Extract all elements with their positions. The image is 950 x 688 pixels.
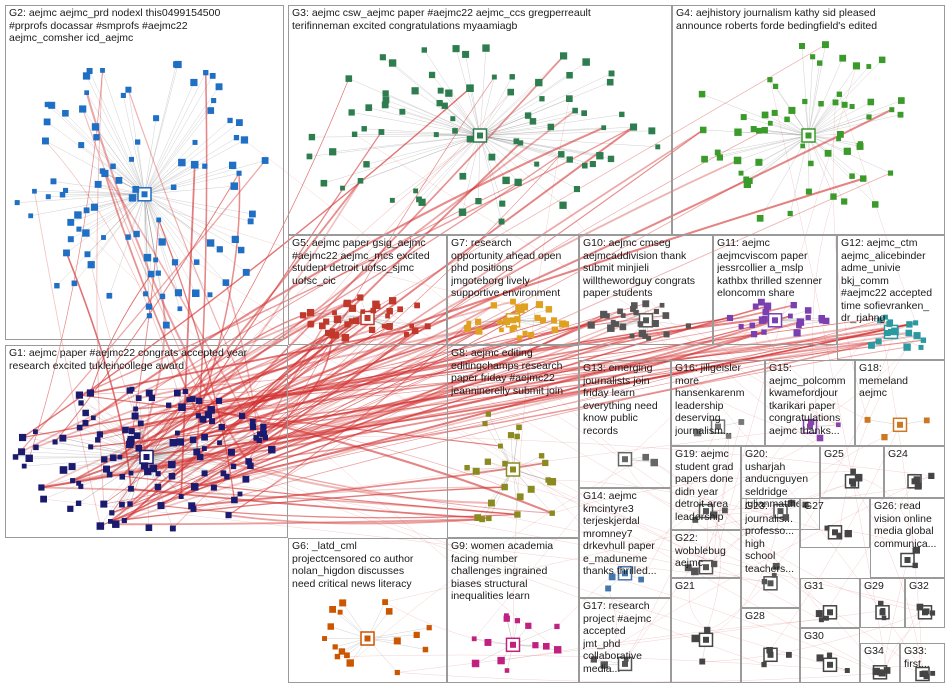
group-label: G23: journalis... professo... high schoo…	[745, 500, 797, 575]
group-pane-g11: G11: aejmc aejmcviscom paper jessrcollie…	[713, 235, 837, 345]
group-label: G13: emerging journalists join friday le…	[583, 362, 668, 437]
group-label: G34	[864, 645, 897, 658]
group-pane-g16: G16: jillgeisler more hansenkarenm leade…	[671, 360, 765, 446]
group-label: G28	[745, 610, 797, 623]
group-label: G30	[804, 630, 857, 643]
group-label: G32	[909, 580, 942, 593]
group-pane-g21: G21	[671, 578, 741, 683]
group-pane-g24: G24	[884, 446, 945, 498]
group-label: G19: aejmc student grad papers done didn…	[675, 448, 738, 523]
group-label: G24	[888, 448, 942, 461]
group-pane-g27: G27	[800, 498, 870, 548]
group-pane-g8: G8: aejmc editing editingchamps research…	[447, 345, 579, 538]
group-label: G29	[864, 580, 902, 593]
group-label: G16: jillgeisler more hansenkarenm leade…	[675, 362, 762, 437]
group-pane-g28: G28	[741, 608, 800, 683]
group-label: G25	[824, 448, 881, 461]
group-label: G6: _latd_cml projectcensored co author …	[292, 540, 444, 590]
group-label: G26: read vision online media global com…	[874, 500, 942, 550]
group-label: G4: aejhistory journalism kathy sid plea…	[676, 7, 942, 32]
group-pane-g26: G26: read vision online media global com…	[870, 498, 945, 578]
group-label: G27	[804, 500, 867, 513]
group-label: G12: aejmc_ctm aejmc_alicebinder adme_un…	[841, 237, 942, 325]
group-label: G5: aejmc paper gsig_aejmc #aejmc22 aejm…	[292, 237, 444, 287]
group-label: G1: aejmc paper #aejmc22 congrats accept…	[9, 347, 285, 372]
group-label: G9: women academia facing number challen…	[451, 540, 576, 603]
group-label: G31	[804, 580, 857, 593]
group-label: G21	[675, 580, 738, 593]
group-label: G15: aejmc_polcomm kwamefordjour tkarika…	[769, 362, 852, 437]
group-label: G7: research opportunity ahead open phd …	[451, 237, 576, 300]
group-pane-g9: G9: women academia facing number challen…	[447, 538, 579, 683]
group-pane-g4: G4: aejhistory journalism kathy sid plea…	[672, 5, 945, 235]
group-pane-g30: G30	[800, 628, 860, 683]
group-label: G17: research project #aejmc accepted jm…	[583, 600, 668, 675]
group-pane-g1: G1: aejmc paper #aejmc22 congrats accept…	[5, 345, 288, 538]
group-pane-g17: G17: research project #aejmc accepted jm…	[579, 598, 671, 683]
group-pane-g29: G29	[860, 578, 905, 628]
group-pane-g12: G12: aejmc_ctm aejmc_alicebinder adme_un…	[837, 235, 945, 360]
group-pane-g7: G7: research opportunity ahead open phd …	[447, 235, 579, 345]
group-pane-g33: G33: first...	[900, 643, 945, 683]
group-pane-g5: G5: aejmc paper gsig_aejmc #aejmc22 aejm…	[288, 235, 447, 345]
group-pane-g18: G18: memeland aejmc	[855, 360, 945, 446]
group-pane-g31: G31	[800, 578, 860, 628]
group-pane-g13: G13: emerging journalists join friday le…	[579, 360, 671, 488]
group-label: G14: aejmc kmcintyre3 terjeskjerdal mrom…	[583, 490, 668, 578]
group-pane-g3: G3: aejmc csw_aejmc paper #aejmc22 aejmc…	[288, 5, 672, 235]
group-pane-g25: G25	[820, 446, 884, 498]
group-pane-g22: G22: wobblebug aejmc	[671, 530, 741, 578]
group-label: G8: aejmc editing editingchamps research…	[451, 347, 576, 397]
group-pane-g34: G34	[860, 643, 900, 683]
group-pane-g14: G14: aejmc kmcintyre3 terjeskjerdal mrom…	[579, 488, 671, 598]
group-label: G2: aejmc aejmc_prd nodexl this049915450…	[9, 7, 281, 45]
group-label: G3: aejmc csw_aejmc paper #aejmc22 aejmc…	[292, 7, 669, 32]
group-label: G11: aejmc aejmcviscom paper jessrcollie…	[717, 237, 834, 300]
group-label: G18: memeland aejmc	[859, 362, 942, 400]
group-label: G22: wobblebug aejmc	[675, 532, 738, 570]
group-pane-g15: G15: aejmc_polcomm kwamefordjour tkarika…	[765, 360, 855, 446]
group-label: G10: aejmc cmseg aejmcaddivision thank s…	[583, 237, 710, 300]
group-pane-g2: G2: aejmc aejmc_prd nodexl this049915450…	[5, 5, 284, 340]
group-pane-g19: G19: aejmc student grad papers done didn…	[671, 446, 741, 530]
group-label: G33: first...	[904, 645, 942, 670]
group-pane-g10: G10: aejmc cmseg aejmcaddivision thank s…	[579, 235, 713, 345]
group-pane-g32: G32	[905, 578, 945, 628]
group-pane-g6: G6: _latd_cml projectcensored co author …	[288, 538, 447, 683]
group-pane-g23: G23: journalis... professo... high schoo…	[741, 498, 800, 608]
